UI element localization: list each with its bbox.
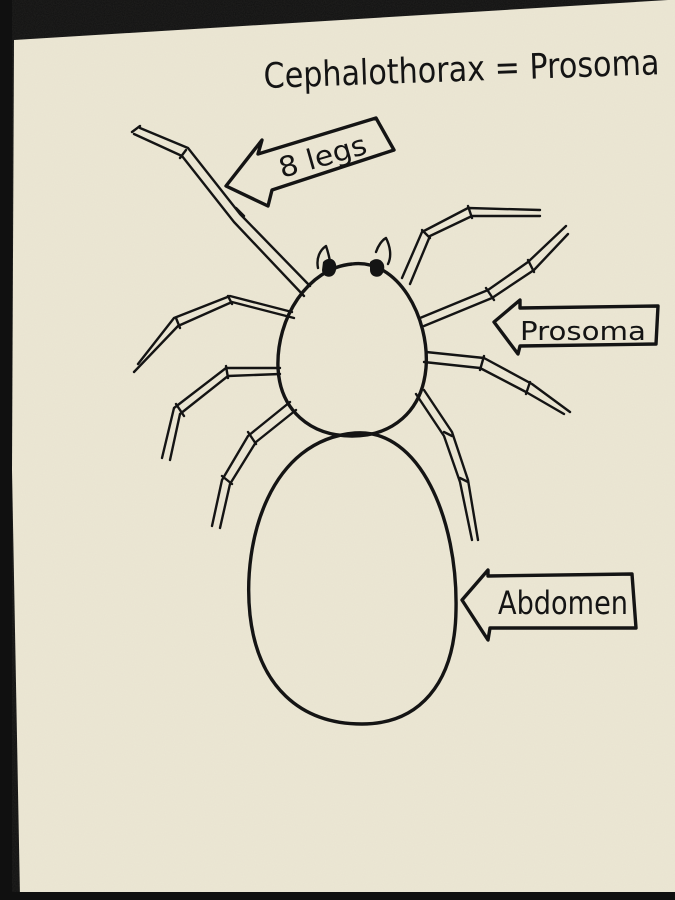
prosoma-label: Prosoma	[520, 317, 646, 347]
right-eye	[370, 259, 384, 277]
paper-edge-shadow	[0, 892, 675, 900]
abdomen-label: Abdomen	[498, 584, 628, 622]
